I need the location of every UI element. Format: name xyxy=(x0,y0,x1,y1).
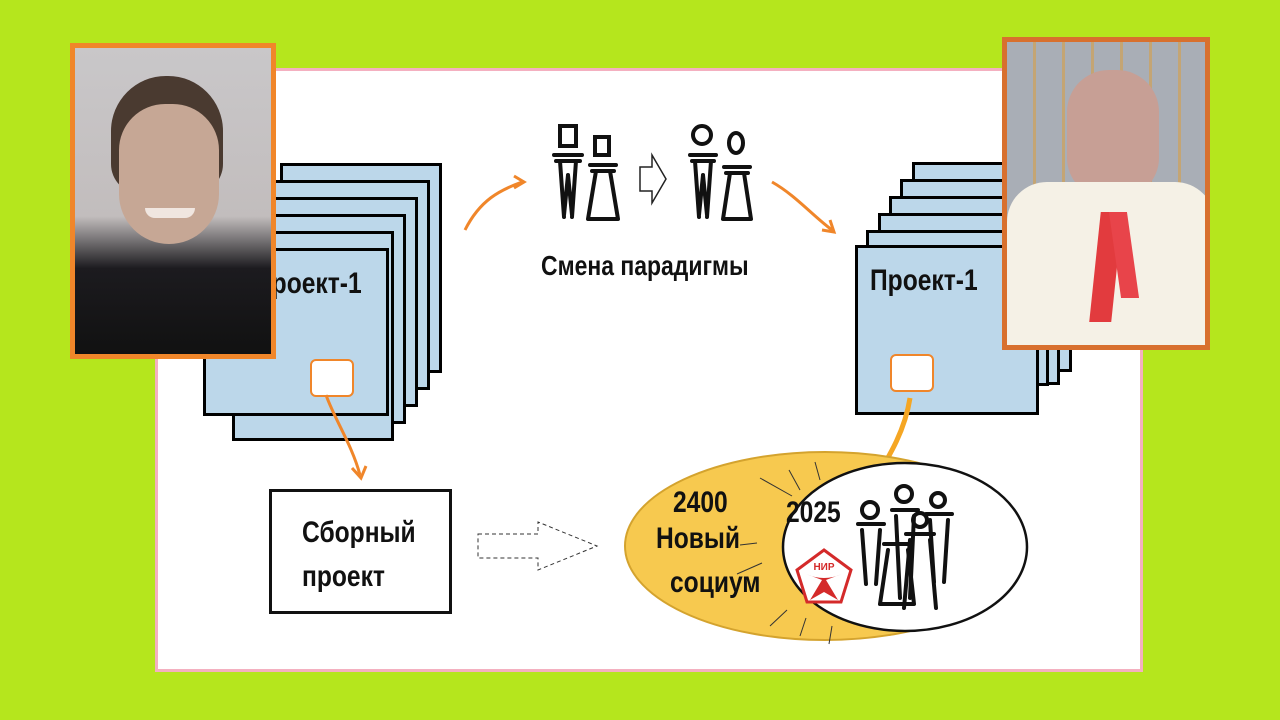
project-label: Проект-1 xyxy=(870,264,978,297)
project-slot xyxy=(890,354,934,392)
paradigm-shift-label: Смена парадигмы xyxy=(541,250,749,281)
arrowhead-icon xyxy=(513,174,527,190)
arrow-to-paradigm-icon xyxy=(463,180,523,231)
assembled-line1: Сборный xyxy=(302,516,416,549)
arrow-to-assembled-icon xyxy=(324,394,362,476)
arrow-from-paradigm-icon xyxy=(771,180,833,232)
arrowhead-icon xyxy=(350,465,368,481)
new-society-line2: социум xyxy=(670,566,761,599)
old-figures-icon xyxy=(552,124,620,221)
arrowhead-icon xyxy=(821,219,837,234)
group-figures-icon xyxy=(856,484,954,610)
project-slot xyxy=(310,359,354,397)
new-figures-icon xyxy=(688,124,753,221)
face xyxy=(119,104,219,244)
radiating-arrows-icon xyxy=(736,461,833,645)
face xyxy=(1067,70,1159,198)
shift-arrow-icon xyxy=(639,152,667,206)
right-portrait-photo xyxy=(1002,37,1210,350)
left-portrait-photo xyxy=(70,43,276,359)
dashed-arrow-icon xyxy=(477,521,599,571)
new-society-line1: Новый xyxy=(656,522,741,555)
svg-text:НИР: НИР xyxy=(813,562,834,573)
year-2400: 2400 xyxy=(673,486,728,519)
assembled-project-box: Сборный проект xyxy=(269,489,452,614)
nir-emblem-icon: НИР xyxy=(795,548,853,604)
paradigm-figures xyxy=(552,124,753,221)
year-2025: 2025 xyxy=(786,496,841,529)
new-society-diagram: НИР xyxy=(624,451,1029,645)
smile xyxy=(145,208,195,218)
assembled-line2: проект xyxy=(302,560,385,593)
